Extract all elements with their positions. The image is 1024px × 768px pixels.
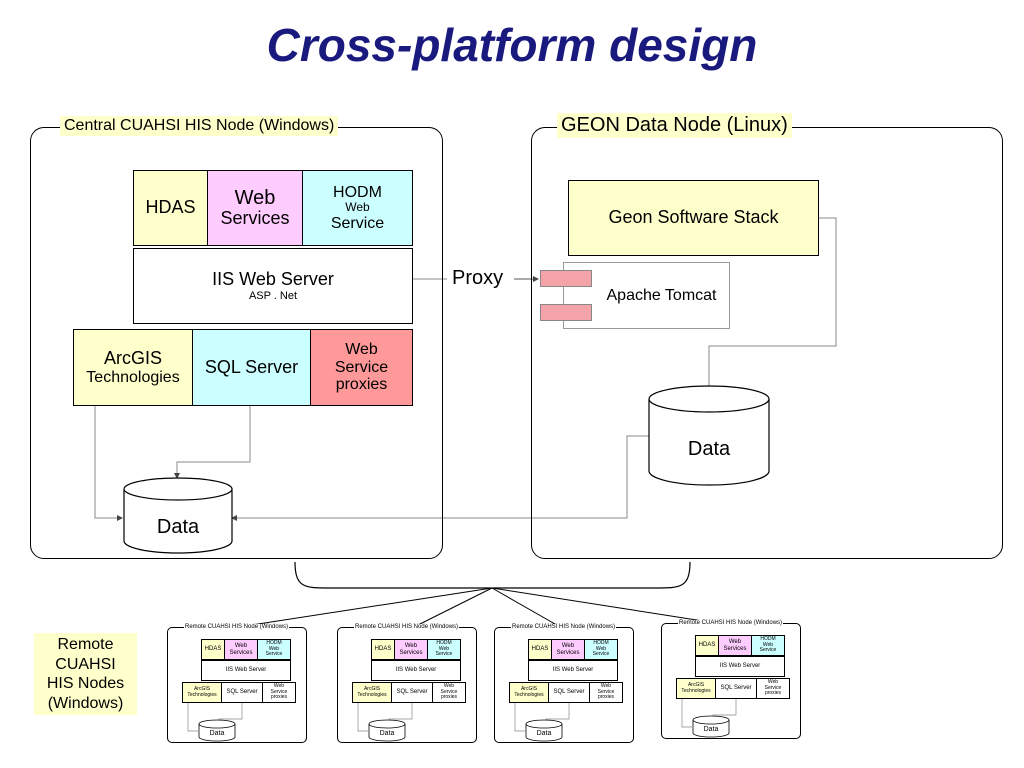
hodm-line-3: Service [330, 214, 385, 232]
tomcat-port-bottom [540, 304, 592, 321]
remote-label-line-4: (Windows) [47, 694, 124, 712]
web-service-proxies-box: Web Service proxies [310, 329, 413, 406]
fan-line-4 [491, 587, 723, 625]
mini-lines [514, 703, 570, 742]
web-services-line-1: Web [234, 187, 276, 210]
aspnet-label: ASP . Net [248, 289, 298, 302]
remote-node-4: Remote CUAHSI HIS Node (Windows) HDAS We… [661, 620, 801, 739]
mini-iis: IIS Web Server [201, 660, 291, 681]
fan-line-1 [231, 587, 493, 629]
remote-label-line-3: HIS Nodes [46, 675, 125, 693]
mini-iis: IIS Web Server [528, 660, 618, 681]
geon-to-central-data-line [231, 435, 650, 521]
geon-software-stack-box: Geon Software Stack [568, 180, 819, 256]
central-data-cylinder [123, 477, 233, 554]
fan-line-2 [411, 587, 493, 629]
iis-label: IIS Web Server [212, 269, 334, 290]
mini-iis: IIS Web Server [371, 660, 461, 681]
mini-iis: IIS Web Server [695, 656, 785, 677]
mini-data: Data [379, 730, 395, 737]
sql-server-label: SQL Server [204, 356, 299, 377]
sql-server-box: SQL Server [192, 329, 311, 406]
web-services-box: Web Services [207, 170, 303, 246]
mini-lines [187, 703, 243, 742]
remote-node-2: Remote CUAHSI HIS Node (Windows) HDAS We… [337, 624, 477, 743]
mini-lines [357, 703, 413, 742]
proxy-label: Proxy [452, 267, 504, 289]
proxies-line-3: proxies [335, 376, 388, 394]
mini-data: Data [703, 726, 719, 733]
mini-sql: SQL Server [548, 682, 590, 703]
iis-web-server-box: IIS Web Server ASP . Net [133, 248, 413, 324]
geon-data-cylinder [648, 385, 770, 486]
geon-stack-label: Geon Software Stack [608, 207, 779, 228]
proxies-line-2: Service [334, 358, 389, 376]
remote-label-line-2: CUAHSI [55, 655, 116, 673]
geon-node-legend: GEON Data Node (Linux) [557, 113, 792, 138]
remote-nodes-legend: Remote CUAHSI HIS Nodes (Windows) [34, 633, 137, 716]
sql-data-line [174, 406, 251, 479]
tomcat-label: Apache Tomcat [606, 286, 717, 304]
brace [294, 561, 691, 589]
remote-node-legend: Remote CUAHSI HIS Node (Windows) [354, 624, 460, 630]
arcgis-line-1: ArcGIS [103, 347, 162, 368]
hodm-line-1: HODM [333, 183, 382, 201]
hdas-label: HDAS [145, 197, 196, 218]
arcgis-box: ArcGIS Technologies [73, 329, 193, 406]
central-data-label: Data [156, 516, 200, 538]
web-services-line-2: Services [220, 208, 290, 229]
remote-node-3: Remote CUAHSI HIS Node (Windows) HDAS We… [494, 624, 634, 743]
fan-line-3 [491, 587, 563, 629]
remote-node-legend: Remote CUAHSI HIS Node (Windows) [184, 624, 290, 630]
remote-node-legend: Remote CUAHSI HIS Node (Windows) [511, 624, 617, 630]
proxies-line-1: Web [345, 341, 378, 359]
arcgis-data-line [94, 406, 123, 521]
hodm-box: HODM Web Service [302, 170, 413, 246]
mini-data: Data [209, 730, 225, 737]
geon-data-label: Data [687, 438, 731, 460]
arcgis-line-2: Technologies [86, 368, 180, 386]
tomcat-port-top [540, 270, 592, 287]
hdas-box: HDAS [133, 170, 208, 246]
remote-node-1: Remote CUAHSI HIS Node (Windows) HDAS We… [167, 624, 307, 743]
central-node-legend: Central CUAHSI HIS Node (Windows) [60, 116, 339, 136]
hodm-line-2: Web [345, 200, 370, 215]
mini-lines [681, 699, 737, 738]
remote-label-line-1: Remote [57, 636, 114, 653]
remote-node-legend: Remote CUAHSI HIS Node (Windows) [678, 620, 784, 626]
stack-data-line [706, 217, 837, 397]
mini-data: Data [536, 730, 552, 737]
page-title: Cross-platform design [266, 19, 758, 71]
